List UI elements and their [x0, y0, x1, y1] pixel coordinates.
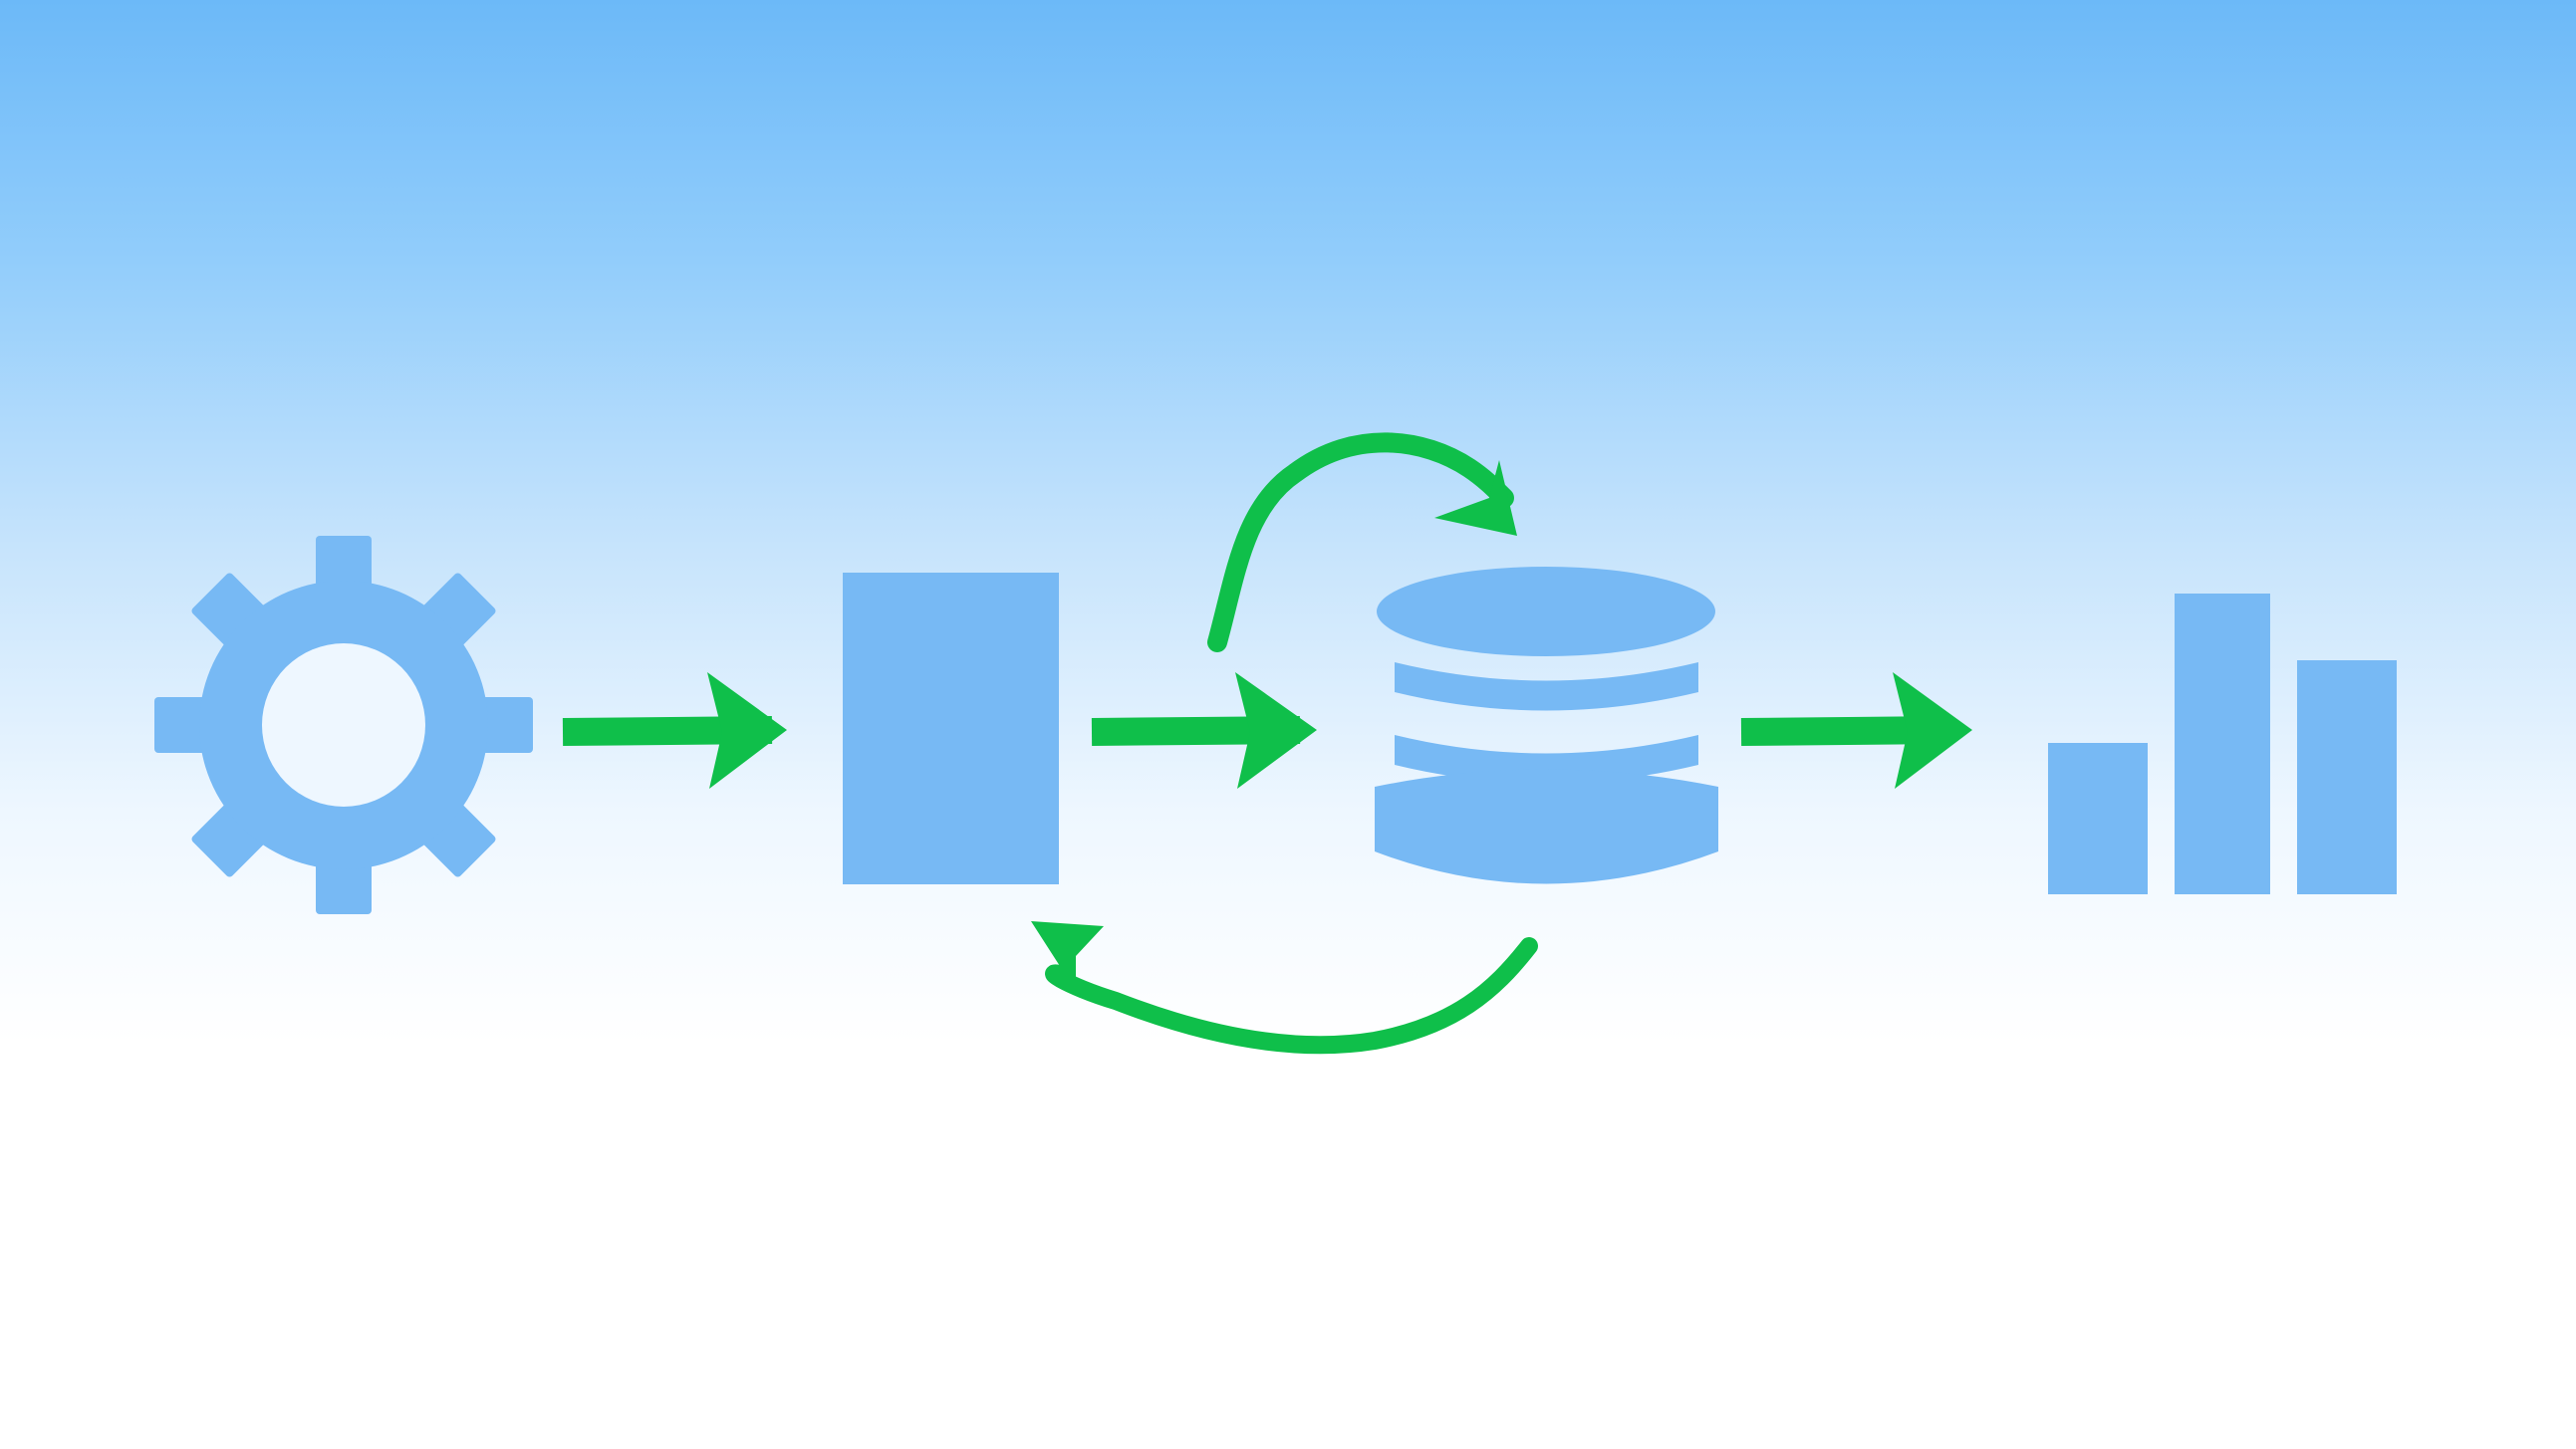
arrow-process-to-document: [562, 672, 787, 789]
arrow-storage-to-output: [1740, 672, 1972, 789]
curved-arrow-top: [1207, 432, 1517, 652]
arrow-document-to-storage: [1091, 672, 1317, 789]
database-icon: [1375, 567, 1718, 884]
curved-arrow-bottom: [1031, 921, 1538, 1055]
gear-icon: [154, 536, 533, 914]
bar-chart-icon: [2048, 594, 2397, 894]
document-block-icon: [843, 573, 1059, 884]
